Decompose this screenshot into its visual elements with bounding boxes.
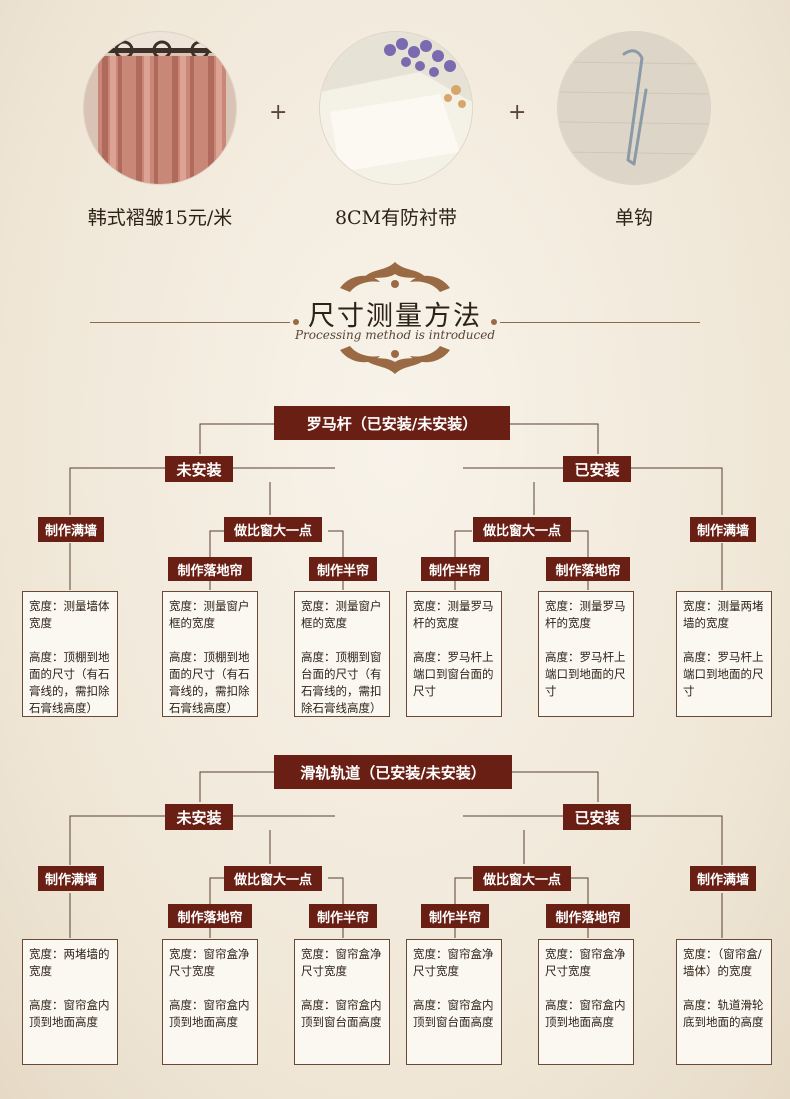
tree2-right-fullwall-box: 制作满墙 [690, 866, 756, 891]
product-caption-pleat: 韩式褶皱15元/米 [87, 207, 233, 229]
tree1-left-floor-box: 制作落地帘 [168, 557, 252, 581]
tree1-leaf-2: 宽度：测量窗户框的宽度高度：顶棚到地面的尺寸（有石膏线的，需扣除石膏线高度） [162, 591, 258, 717]
tree2-root-box: 滑轨轨道（已安装/未安装） [274, 755, 512, 789]
tree1-uninstalled-box: 未安装 [165, 456, 233, 482]
tree2-leaf-2: 宽度：窗帘盒净尺寸宽度高度：窗帘盒内顶到地面高度 [162, 939, 258, 1065]
tree2-leaf-1: 宽度：两堵墙的宽度高度：窗帘盒内顶到地面高度 [22, 939, 118, 1065]
tree2-uninstalled-box: 未安装 [165, 804, 233, 830]
tree1-left-half-box: 制作半帘 [309, 557, 377, 581]
curtain-hook-icon [558, 32, 710, 184]
tree1-leaf-3: 宽度：测量窗户框的宽度高度：顶棚到窗台面的尺寸（有石膏线的，需扣除石膏线高度） [294, 591, 390, 717]
ornament-top-icon [340, 262, 450, 292]
tree1-leaf-1: 宽度：测量墙体宽度高度：顶棚到地面的尺寸（有石膏线的，需扣除石膏线高度） [22, 591, 118, 717]
curtain-hook-image [558, 32, 710, 184]
tree1-right-fullwall-box: 制作满墙 [690, 517, 756, 542]
header-line-right [500, 322, 700, 323]
ornament-bottom-icon [340, 346, 450, 374]
tree2-leaf-5: 宽度：窗帘盒净尺寸宽度高度：窗帘盒内顶到地面高度 [538, 939, 634, 1065]
tree2-leaf-6: 宽度：（窗帘盒/墙体）的宽度高度：轨道滑轮底到地面的高度 [676, 939, 772, 1065]
tree1-leaf-6: 宽度：测量两堵墙的宽度高度：罗马杆上端口到地面的尺寸 [676, 591, 772, 717]
tree2-left-half-box: 制作半帘 [309, 904, 377, 928]
tree2-leaf-4: 宽度：窗帘盒净尺寸宽度高度：窗帘盒内顶到窗台面高度 [406, 939, 502, 1065]
section-title: 尺寸测量方法 [308, 301, 482, 332]
plus-sign-2: + [508, 100, 527, 125]
header-line-left [90, 322, 290, 323]
pleated-curtain-icon [84, 32, 236, 184]
tree1-left-bigger-box: 做比窗大一点 [224, 517, 322, 542]
pleated-curtain-image [84, 32, 236, 184]
plus-sign-1: + [269, 100, 288, 125]
section-ornament [293, 262, 497, 374]
tree2-right-half-box: 制作半帘 [421, 904, 489, 928]
tree1-left-fullwall-box: 制作满墙 [38, 517, 104, 542]
product-caption-tape: 8CM有防衬带 [334, 207, 458, 229]
tree1-installed-box: 已安装 [563, 456, 631, 482]
tree2-right-bigger-box: 做比窗大一点 [473, 866, 571, 891]
lining-tape-icon [320, 32, 472, 184]
tree1-right-bigger-box: 做比窗大一点 [473, 517, 571, 542]
lining-tape-image [320, 32, 472, 184]
tree1-leaf-5: 宽度：测量罗马杆的宽度高度：罗马杆上端口到地面的尺寸 [538, 591, 634, 717]
tree2-left-fullwall-box: 制作满墙 [38, 866, 104, 891]
tree1-leaf-4: 宽度：测量罗马杆的宽度高度：罗马杆上端口到窗台面的尺寸 [406, 591, 502, 717]
tree2-right-floor-box: 制作落地帘 [546, 904, 630, 928]
tree1-right-floor-box: 制作落地帘 [546, 557, 630, 581]
product-caption-hook: 单钩 [614, 207, 653, 229]
tree2-left-floor-box: 制作落地帘 [168, 904, 252, 928]
tree1-root-box: 罗马杆（已安装/未安装） [274, 406, 510, 440]
tree1-right-half-box: 制作半帘 [421, 557, 489, 581]
tree2-left-bigger-box: 做比窗大一点 [224, 866, 322, 891]
tree2-leaf-3: 宽度：窗帘盒净尺寸宽度高度：窗帘盒内顶到窗台面高度 [294, 939, 390, 1065]
tree2-installed-box: 已安装 [563, 804, 631, 830]
section-subtitle: Processing method is introduced [294, 328, 496, 342]
